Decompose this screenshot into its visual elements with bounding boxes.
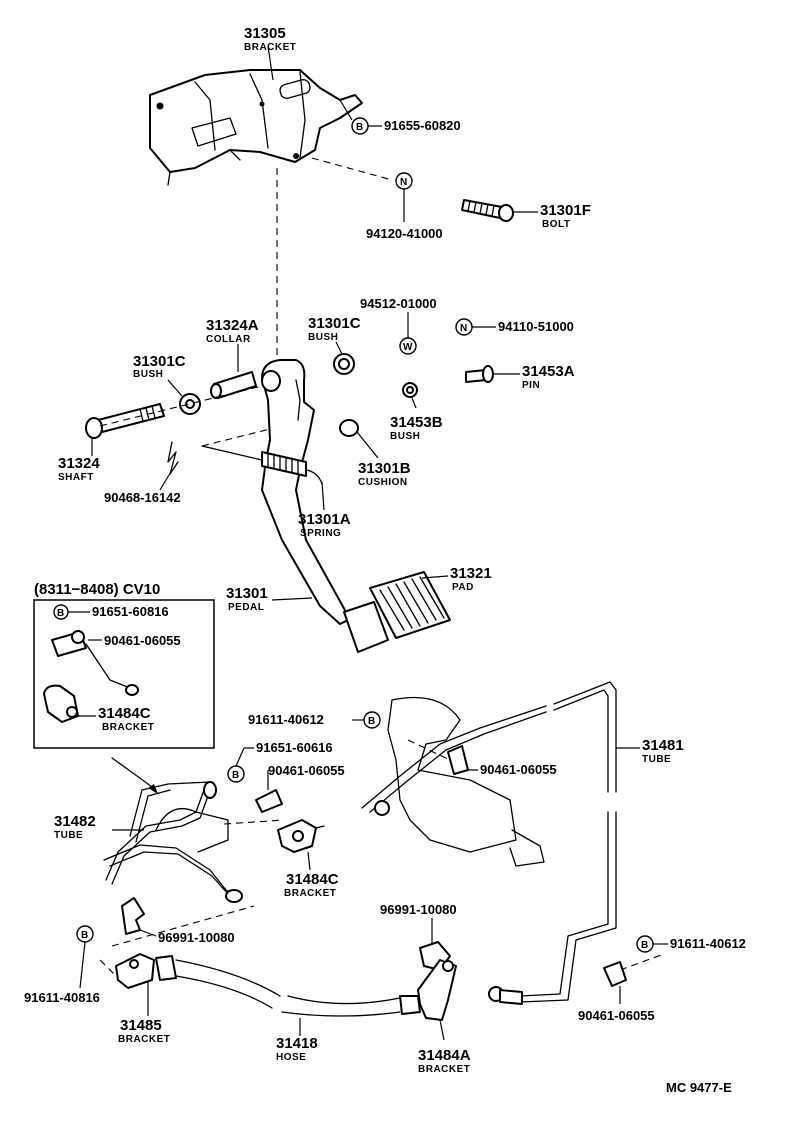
master-cylinder-drawing <box>361 681 617 867</box>
b-marker-3-label: B <box>232 770 239 781</box>
bracket-31484c-drawing <box>277 819 325 853</box>
tube-31481-lower-drawing <box>488 811 617 1005</box>
fastener-90461-06055-right: 90461-06055 <box>578 1008 655 1023</box>
shaft-31324-drawing <box>85 403 165 439</box>
part-name-pedal: PEDAL <box>228 602 264 613</box>
clip-90461-06055-cyl-drawing <box>447 745 469 775</box>
part-number-31453a: 31453A <box>522 363 575 380</box>
part-name-bracket-31484c: BRACKET <box>284 888 336 899</box>
bush-31301c-top-drawing <box>333 353 355 375</box>
hose-31418-drawing <box>155 955 421 1017</box>
fastener-90468-16142: 90468-16142 <box>104 490 181 505</box>
part-number-31484a: 31484A <box>418 1047 471 1064</box>
b-marker-5-label: B <box>81 930 88 941</box>
b-marker-6-label: B <box>641 940 648 951</box>
part-number-31301: 31301 <box>226 585 268 602</box>
part-name-cushion: CUSHION <box>358 477 408 488</box>
tube-31482-drawing <box>103 781 243 903</box>
part-number-31484c: 31484C <box>286 871 339 888</box>
fastener-91655-60820: 91655-60820 <box>384 118 461 133</box>
collar-31324a-drawing <box>210 371 257 399</box>
part-name-bolt: BOLT <box>542 219 570 230</box>
cushion-31301b-drawing <box>339 419 359 437</box>
w-marker <box>399 337 417 355</box>
part-name-bush-top: BUSH <box>308 332 338 343</box>
clip-90461-06055-mid-drawing <box>255 789 283 813</box>
part-number-31324: 31324 <box>58 455 100 472</box>
pad-31321-drawing <box>369 571 451 639</box>
w-marker-label: W <box>403 342 413 353</box>
fastener-94120-41000: 94120-41000 <box>366 226 443 241</box>
fastener-91651-60616: 91651-60616 <box>256 740 333 755</box>
part-number-31301a: 31301A <box>298 511 351 528</box>
part-number-31481: 31481 <box>642 737 684 754</box>
fastener-90461-06055-inset: 90461-06055 <box>104 633 181 648</box>
part-number-31305: 31305 <box>244 25 286 42</box>
part-number-31321: 31321 <box>450 565 492 582</box>
part-name-bush-left: BUSH <box>133 369 163 380</box>
part-number-31301c-left: 31301C <box>133 353 186 370</box>
part-number-31301c-top: 31301C <box>308 315 361 332</box>
part-name-tube-31482: TUBE <box>54 830 83 841</box>
part-name-shaft: SHAFT <box>58 472 94 483</box>
b-marker-4-label: B <box>368 716 375 727</box>
b-marker-label: B <box>356 122 363 133</box>
part-name-bracket-31485: BRACKET <box>118 1034 170 1045</box>
fastener-94110-51000: 94110-51000 <box>498 319 574 334</box>
fastener-90461-06055-cyl: 90461-06055 <box>480 762 557 777</box>
fastener-90461-06055-mid: 90461-06055 <box>268 763 345 778</box>
part-number-31418: 31418 <box>276 1035 318 1052</box>
bush-31301c-left-drawing <box>179 393 201 415</box>
part-name-hose: HOSE <box>276 1052 306 1063</box>
clip-90468-16142-drawing <box>167 441 179 475</box>
inset-title: (8311−8408) CV10 <box>34 581 160 598</box>
pin-31453a-drawing <box>465 365 494 383</box>
clip-96991-10080-left-drawing <box>121 897 145 935</box>
bracket-31305-drawing <box>149 69 363 186</box>
n-marker-label: N <box>400 177 407 188</box>
inset-b-marker-label: B <box>57 608 64 619</box>
part-name-bush: BUSH <box>390 431 420 442</box>
bracket-31485-drawing <box>115 953 155 989</box>
bracket-31484a-drawing <box>417 941 457 1021</box>
fastener-91611-40612: 91611-40612 <box>248 712 324 727</box>
fastener-96991-10080-right: 96991-10080 <box>380 902 457 917</box>
part-name-spring: SPRING <box>300 528 341 539</box>
part-number-31482: 31482 <box>54 813 96 830</box>
fastener-91611-40816: 91611-40816 <box>24 990 100 1005</box>
drawing-code: MC 9477-E <box>666 1080 732 1095</box>
part-name-bracket: BRACKET <box>244 42 296 53</box>
fastener-91611-40612-right: 91611-40612 <box>670 936 746 951</box>
part-name-pin: PIN <box>522 380 540 391</box>
part-number-31324a: 31324A <box>206 317 259 334</box>
part-name-pad: PAD <box>452 582 474 593</box>
part-number-31485: 31485 <box>120 1017 162 1034</box>
fastener-91651-60816: 91651-60816 <box>92 604 169 619</box>
bolt-31301f-drawing <box>461 199 514 222</box>
bush-31453b-drawing <box>402 382 418 398</box>
part-number-31301f: 31301F <box>540 202 591 219</box>
inset-cv10: (8311−8408) CV10 B 91651-60816 90461-060… <box>33 581 215 749</box>
part-name-tube-31481: TUBE <box>642 754 671 765</box>
pedal-31301-drawing <box>261 359 389 653</box>
fastener-96991-10080-left: 96991-10080 <box>158 930 235 945</box>
part-name-bracket-31484a: BRACKET <box>418 1064 470 1075</box>
clip-90461-06055-right-drawing <box>603 961 627 987</box>
spring-31301a-drawing <box>201 445 323 485</box>
part-number-31484c-inset: 31484C <box>98 705 151 722</box>
part-name-bracket-inset: BRACKET <box>102 722 154 733</box>
n-marker-2-label: N <box>460 323 467 334</box>
part-number-31301b: 31301B <box>358 460 411 477</box>
fastener-94512-01000: 94512-01000 <box>360 296 437 311</box>
part-name-collar: COLLAR <box>206 334 251 345</box>
part-number-31453b: 31453B <box>390 414 443 431</box>
